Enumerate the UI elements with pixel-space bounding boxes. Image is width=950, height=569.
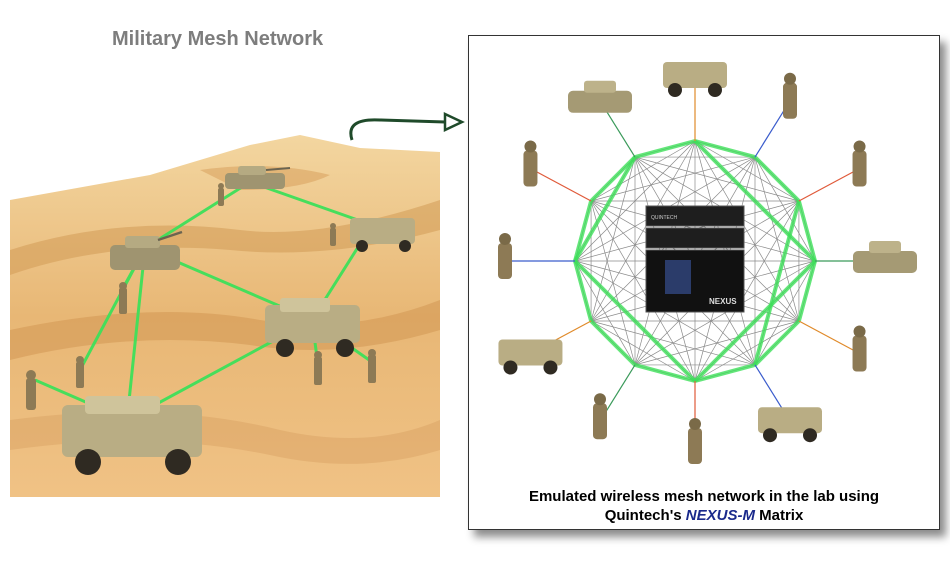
active-link xyxy=(573,156,637,262)
active-link xyxy=(753,319,801,367)
desert-mesh-scene xyxy=(10,135,440,497)
tank xyxy=(225,166,291,189)
soldier xyxy=(783,72,797,119)
active-link xyxy=(693,259,817,383)
device-brand-label: QUINTECH xyxy=(651,215,678,221)
soldier xyxy=(593,393,607,440)
active-link xyxy=(753,155,801,203)
soldier xyxy=(26,183,376,410)
active-link xyxy=(589,155,637,203)
dune-shadow xyxy=(10,200,440,275)
soldier xyxy=(523,140,538,187)
network-units xyxy=(498,62,917,464)
mesh-line xyxy=(634,156,800,202)
tank xyxy=(110,230,183,270)
node-spoke xyxy=(798,167,860,202)
node-spoke xyxy=(798,320,860,355)
active-link xyxy=(693,139,817,263)
nexus-matrix-device: QUINTECH NEXUS xyxy=(645,205,745,313)
node-spoke xyxy=(530,167,592,202)
caption-line-1: Emulated wireless mesh network in the la… xyxy=(528,488,880,505)
soldier xyxy=(852,325,867,372)
mesh-line xyxy=(590,200,636,366)
mesh-line xyxy=(590,156,636,322)
humvee xyxy=(62,396,202,475)
mesh-matrix-diagram: QUINTECH NEXUS xyxy=(498,62,917,464)
active-link xyxy=(694,139,756,160)
active-link xyxy=(573,260,594,322)
humvee xyxy=(663,62,727,97)
humvee xyxy=(350,218,415,252)
panel-caption: Emulated wireless mesh network in the la… xyxy=(469,487,939,525)
humvee xyxy=(498,339,563,375)
tank xyxy=(568,80,632,113)
active-link xyxy=(634,362,696,383)
soldier xyxy=(852,140,867,187)
device-label: NEXUS xyxy=(709,297,737,306)
soldier xyxy=(498,233,512,279)
active-link xyxy=(694,362,756,383)
caption-suffix: Matrix xyxy=(754,507,804,524)
soldier xyxy=(688,418,702,464)
active-link xyxy=(753,200,801,366)
active-link xyxy=(573,200,594,262)
humvee xyxy=(265,298,360,357)
mesh-line xyxy=(590,200,696,382)
active-link xyxy=(796,200,817,262)
active-link xyxy=(589,319,637,367)
tank xyxy=(853,241,917,273)
mesh-line xyxy=(590,320,696,382)
caption-line-2: Quintech's NEXUS-M Matrix xyxy=(469,506,939,525)
active-link xyxy=(634,139,696,160)
active-link xyxy=(796,260,817,322)
caption-prefix: Quintech's xyxy=(604,507,686,524)
active-link xyxy=(573,259,697,383)
brand-name: NEXUS-M xyxy=(685,507,755,524)
mesh-line xyxy=(574,260,636,366)
dune-shadow xyxy=(10,300,440,360)
lab-emulation-panel: QUINTECH NEXUS Emulated wireless mesh ne… xyxy=(468,35,940,530)
humvee xyxy=(758,407,822,443)
mesh-line xyxy=(574,260,756,366)
page-title: Military Mesh Network xyxy=(112,28,324,50)
